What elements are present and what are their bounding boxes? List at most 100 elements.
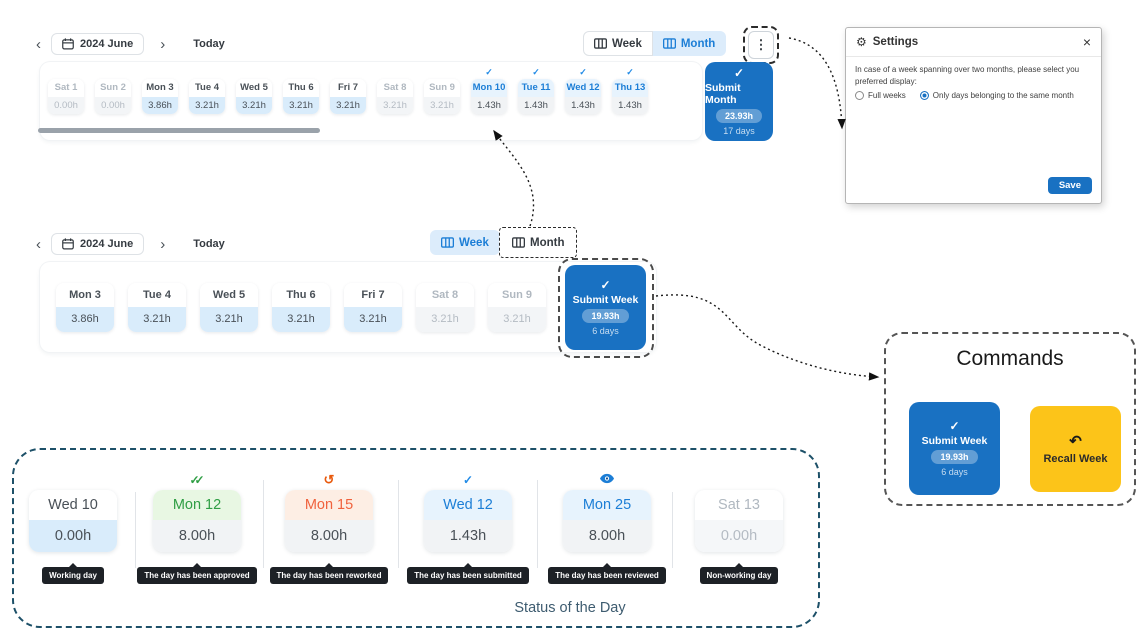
- submit-month-days: 17 days: [723, 126, 755, 136]
- month-picker-label: 2024 June: [80, 38, 134, 50]
- day-cell-example: Sat 13 0.00h: [695, 490, 783, 552]
- radio-label: Only days belonging to the same month: [932, 91, 1074, 101]
- week-toggle-button[interactable]: Week: [583, 31, 653, 56]
- settings-body: In case of a week spanning over two mont…: [846, 57, 1101, 109]
- settings-header: ⚙ Settings ×: [846, 28, 1101, 57]
- month-view-navbar: ‹ 2024 June › Today: [34, 33, 225, 55]
- today-button[interactable]: Today: [193, 38, 225, 50]
- save-button[interactable]: Save: [1047, 177, 1092, 194]
- status-example-reviewed: Mon 25 8.00h The day has been reviewed: [542, 472, 672, 584]
- week-toggle-button[interactable]: Week: [430, 230, 500, 255]
- settings-menu-annotation: ⋮: [743, 26, 779, 64]
- divider: [537, 480, 538, 568]
- day-cell-example: Wed 10 0.00h: [29, 490, 117, 552]
- prev-month-icon[interactable]: ‹: [36, 35, 41, 53]
- radio-option-same-month[interactable]: Only days belonging to the same month: [919, 90, 1074, 102]
- submit-week-days: 6 days: [941, 467, 968, 477]
- kebab-menu-button[interactable]: ⋮: [748, 31, 774, 59]
- submit-week-button[interactable]: ✓ Submit Week 19.93h 6 days: [909, 402, 1000, 495]
- submit-week-total: 19.93h: [582, 309, 629, 323]
- submit-month-label: Submit Month: [705, 82, 741, 106]
- divider: [398, 480, 399, 568]
- check-icon: ✓: [462, 473, 474, 487]
- month-toggle-label: Month: [680, 37, 716, 50]
- week-view-navbar: ‹ 2024 June › Today: [34, 233, 225, 255]
- day-cell-example: Mon 25 8.00h: [563, 490, 651, 552]
- month-picker-button[interactable]: 2024 June: [51, 233, 145, 255]
- day-cell-example: Mon 12 8.00h: [153, 490, 241, 552]
- status-tooltip: Non-working day: [699, 563, 779, 584]
- status-tooltip: The day has been reviewed: [548, 563, 666, 584]
- week-toggle-label: Week: [459, 236, 489, 249]
- divider: [135, 492, 136, 568]
- status-example-submitted: ✓ Wed 12 1.43h The day has been submitte…: [403, 472, 533, 584]
- double-check-icon: ✓✓: [189, 473, 204, 487]
- status-legend-box: [12, 448, 820, 628]
- submit-week-button[interactable]: ✓ Submit Week 19.93h 6 days: [565, 265, 646, 350]
- month-picker-button[interactable]: 2024 June: [51, 33, 145, 55]
- submit-month-button[interactable]: ✓ Submit Month 23.93h 17 days: [705, 62, 773, 141]
- today-button[interactable]: Today: [193, 238, 225, 250]
- radio-unselected-icon[interactable]: [855, 91, 864, 101]
- month-toggle-button[interactable]: Month: [502, 230, 575, 255]
- submitted-check-icon: ✓: [485, 67, 493, 77]
- day-cell-example: Mon 15 8.00h: [285, 490, 373, 552]
- check-icon: ✓: [600, 278, 611, 292]
- status-example-nonworking: Sat 13 0.00h Non-working day: [674, 472, 804, 584]
- submit-week-label: Submit Week: [921, 435, 988, 447]
- next-month-icon[interactable]: ›: [160, 235, 166, 253]
- submitted-check-icon: ✓: [532, 67, 540, 77]
- recall-week-button[interactable]: ↶ Recall Week: [1030, 406, 1121, 492]
- day-cell-example: Wed 12 1.43h: [424, 490, 512, 552]
- columns-icon: [441, 237, 454, 248]
- month-toggle-button[interactable]: Month: [652, 31, 727, 56]
- status-example-approved: ✓✓ Mon 12 8.00h The day has been approve…: [132, 472, 262, 584]
- recall-arrow-icon: ↶: [1069, 432, 1082, 450]
- eye-icon: [600, 472, 614, 490]
- radio-selected-icon[interactable]: [919, 91, 929, 101]
- status-tooltip: The day has been submitted: [407, 563, 529, 584]
- radio-option-full-weeks[interactable]: Full weeks: [855, 90, 906, 102]
- arrow-month-toggle-to-month-view: [493, 129, 535, 227]
- prev-month-icon[interactable]: ‹: [36, 235, 41, 253]
- status-tooltip: Working day: [42, 563, 104, 584]
- horizontal-scrollbar[interactable]: [38, 128, 320, 133]
- status-tooltip: The day has been reworked: [269, 563, 389, 584]
- close-icon[interactable]: ×: [1082, 34, 1091, 50]
- columns-icon: [512, 237, 525, 248]
- status-legend-caption: Status of the Day: [514, 600, 626, 616]
- columns-icon: [662, 38, 676, 49]
- check-icon: ✓: [733, 66, 745, 80]
- next-month-icon[interactable]: ›: [160, 35, 166, 53]
